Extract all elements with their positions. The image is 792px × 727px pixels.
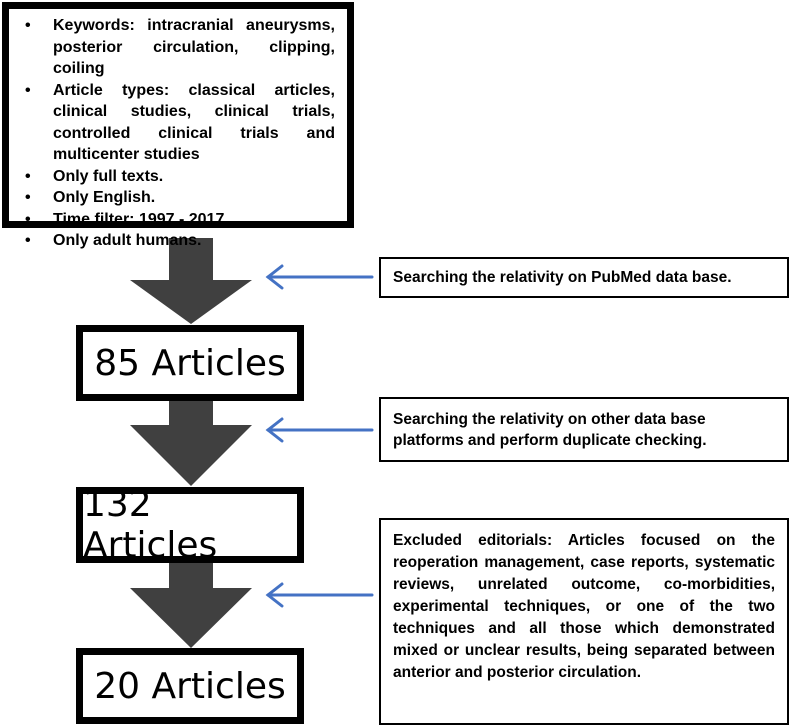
criteria-text: Only full texts. [53, 167, 164, 185]
count-box-20: 20 Articles [76, 648, 304, 724]
pointer-arrow-2 [265, 417, 374, 443]
note-text: Searching the relativity on other data b… [393, 411, 707, 449]
count-label: 132 Articles [83, 484, 218, 566]
note-text: Searching the relativity on PubMed data … [393, 269, 732, 286]
bullet: • [25, 210, 31, 228]
note-text: Excluded editorials: Articles focused on… [393, 532, 775, 681]
note-pubmed-search: Searching the relativity on PubMed data … [379, 257, 789, 298]
count-box-132: 132 Articles [76, 484, 304, 566]
criteria-item: • Time filter: 1997 - 2017 [19, 209, 335, 231]
note-other-databases: Searching the relativity on other data b… [379, 397, 789, 462]
search-criteria-box: • Keywords: intracranial aneurysms, poste… [2, 2, 354, 249]
criteria-text: Article types: classical articles, clini… [53, 81, 335, 164]
criteria-text: Keywords: intracranial aneurysms, poster… [53, 17, 335, 77]
criteria-item: • Only English. [19, 187, 335, 209]
criteria-list: • Keywords: intracranial aneurysms, poste… [19, 15, 335, 252]
criteria-item: • Article types: classical articles, clin… [19, 80, 335, 166]
count-box-85: 85 Articles [76, 325, 304, 401]
bullet: • [25, 232, 31, 249]
bullet: • [25, 17, 31, 34]
criteria-item: • Only full texts. [19, 166, 335, 188]
count-label: 20 Articles [94, 665, 286, 707]
criteria-item: • Keywords: intracranial aneurysms, poste… [19, 15, 335, 80]
criteria-text: Time filter: 1997 - 2017 [53, 210, 225, 228]
criteria-text: Only adult humans. [53, 232, 202, 249]
bullet: • [25, 189, 31, 206]
flow-arrow-down-2 [130, 401, 252, 486]
bullet: • [25, 81, 31, 99]
criteria-text: Only English. [53, 189, 156, 206]
note-exclusions: Excluded editorials: Articles focused on… [379, 518, 789, 725]
pointer-arrow-1 [265, 264, 374, 290]
pointer-arrow-3 [265, 582, 374, 608]
flow-arrow-down-1 [130, 238, 252, 324]
flow-arrow-down-3 [130, 563, 252, 648]
bullet: • [25, 167, 31, 185]
count-label: 85 Articles [94, 342, 286, 384]
criteria-item: • Only adult humans. [19, 230, 335, 252]
